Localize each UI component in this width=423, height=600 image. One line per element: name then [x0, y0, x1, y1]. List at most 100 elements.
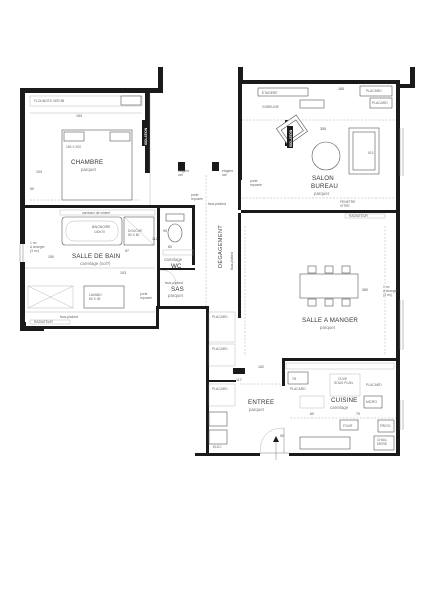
svg-text:GOBELINE: GOBELINE	[262, 105, 280, 109]
sas-title: SAS	[171, 286, 184, 293]
svg-text:PLACARD: PLACARD	[212, 387, 228, 391]
sas-room: SAS parquet faux-plafond porte reposée	[140, 269, 184, 300]
chambre-room: FLOUNCES VER 88 153 160 X 200 CHAMBRE pa…	[29, 95, 149, 201]
svg-text:103: 103	[120, 271, 126, 275]
salle-a-manger-title: SALLE A MANGER	[302, 317, 358, 324]
cuisine-room: 75 CUVE SOUS PLAN CUISINE carrelage FOUR…	[285, 362, 396, 451]
svg-text:513: 513	[368, 151, 374, 155]
round-table	[311, 141, 341, 171]
svg-text:152: 152	[258, 365, 264, 369]
svg-text:PLACARD: PLACARD	[212, 347, 228, 351]
svg-text:60: 60	[168, 245, 172, 249]
svg-text:FOUR: FOUR	[343, 424, 353, 428]
svg-text:103: 103	[36, 170, 42, 174]
svg-text:MICRO: MICRO	[366, 400, 377, 404]
svg-text:étagère: étagère	[222, 169, 233, 173]
svg-text:BUREAU: BUREAU	[311, 183, 338, 190]
bed	[61, 129, 133, 201]
svg-text:VITRE: VITRE	[340, 204, 351, 208]
nightstand	[120, 95, 142, 106]
svg-text:ETAGERE: ETAGERE	[262, 91, 278, 95]
svg-text:PLACARD: PLACARD	[212, 315, 228, 319]
svg-text:parquet: parquet	[314, 191, 330, 196]
boiler	[373, 435, 395, 451]
svg-text:faux-plafond: faux-plafond	[165, 281, 183, 285]
svg-text:carrelage: carrelage	[330, 405, 349, 410]
svg-text:380: 380	[362, 288, 368, 292]
svg-text:140x70: 140x70	[94, 230, 105, 234]
placard-entree-2	[208, 343, 236, 367]
svg-text:90: 90	[280, 434, 284, 438]
svg-text:FENETRE: FENETRE	[340, 200, 356, 204]
svg-text:SOUS PLAN: SOUS PLAN	[334, 381, 353, 385]
placard-entree-3	[208, 383, 236, 407]
svg-text:à changer: à changer	[383, 289, 399, 293]
svg-text:(3 m²): (3 m²)	[383, 293, 392, 297]
tv-unit	[257, 87, 309, 97]
wc-room: 60 WC carrelage	[162, 213, 194, 270]
svg-text:à changer: à changer	[30, 245, 46, 249]
svg-text:112: 112	[152, 237, 158, 241]
svg-text:reposée: reposée	[140, 296, 152, 300]
bookshelf	[359, 85, 393, 97]
svg-text:355: 355	[320, 127, 326, 131]
svg-text:150: 150	[48, 255, 54, 259]
placard-entree-1	[208, 311, 236, 343]
svg-text:CHAU-: CHAU-	[377, 438, 387, 442]
svg-text:parquet: parquet	[168, 293, 184, 298]
chambre-title: CHAMBRE	[71, 159, 103, 166]
svg-text:LAVABO: LAVABO	[89, 293, 102, 297]
svg-text:porte: porte	[191, 193, 199, 197]
svg-text:DIERE: DIERE	[377, 442, 388, 446]
svg-text:DOUCHE: DOUCHE	[128, 229, 143, 233]
svg-text:RADIATEUR: RADIATEUR	[34, 320, 53, 324]
svg-text:faux-plafond: faux-plafond	[60, 315, 78, 319]
degagement-room: DÉGAGEMENT faux-plafond étagère ciel éta…	[178, 169, 234, 306]
svg-text:117: 117	[236, 378, 242, 382]
bed-size: 160 X 200	[66, 145, 81, 149]
entree-title: ENTREE	[248, 399, 274, 406]
svg-text:carrelage: carrelage	[164, 257, 183, 262]
svg-text:PLACARD: PLACARD	[372, 101, 388, 105]
dimension-lines: 112 97 150 90 50 103	[30, 93, 167, 275]
svg-text:ciel: ciel	[222, 173, 227, 177]
svg-text:70: 70	[356, 412, 360, 416]
washbasin	[83, 285, 125, 309]
wc-cistern	[165, 213, 185, 222]
svg-text:(3 m²): (3 m²)	[30, 249, 39, 253]
svg-text:étagère: étagère	[178, 169, 189, 173]
wc-title: WC	[171, 263, 182, 270]
svg-text:porte: porte	[250, 179, 258, 183]
svg-text:CUVE: CUVE	[338, 377, 348, 381]
svg-text:faux-plafond: faux-plafond	[230, 252, 234, 270]
svg-text:1 m²: 1 m²	[383, 285, 390, 289]
salon-title: SALON	[312, 175, 334, 182]
svg-text:50: 50	[30, 187, 34, 191]
svg-text:1 m²: 1 m²	[30, 241, 37, 245]
lattes-label: FLOUNCES VER 88	[34, 99, 64, 103]
svg-text:60 X 45: 60 X 45	[89, 297, 101, 301]
svg-text:ciel: ciel	[178, 173, 183, 177]
svg-text:97: 97	[125, 249, 129, 253]
toilet	[167, 223, 183, 243]
svg-text:parquet: parquet	[320, 325, 336, 330]
degagement-title: DÉGAGEMENT	[217, 225, 224, 268]
bathtub	[61, 216, 123, 246]
svg-text:153: 153	[76, 114, 82, 118]
windows	[19, 128, 404, 454]
svg-text:75: 75	[292, 377, 296, 381]
svg-text:porte: porte	[140, 292, 148, 296]
svg-text:ELEC: ELEC	[213, 445, 222, 449]
svg-text:carrelage (sol?): carrelage (sol?)	[80, 261, 111, 266]
svg-text:reposée: reposée	[191, 197, 203, 201]
salon-room: ETAGERE PLACARD PLACARD 185 355 513 SALO…	[242, 85, 396, 208]
svg-text:BAIGNOIRE: BAIGNOIRE	[92, 225, 111, 229]
entree-room: PLACARD PLACARD PLACARD ELEC ENTREE parq…	[208, 311, 285, 460]
chambre-floor: parquet	[81, 167, 97, 172]
svg-text:reposée: reposée	[250, 183, 262, 187]
dining-table	[299, 273, 359, 299]
svg-text:90: 90	[163, 229, 167, 233]
salle-de-bain-title: SALLE DE BAIN	[72, 253, 120, 260]
svg-text:FRIGO: FRIGO	[380, 424, 391, 428]
